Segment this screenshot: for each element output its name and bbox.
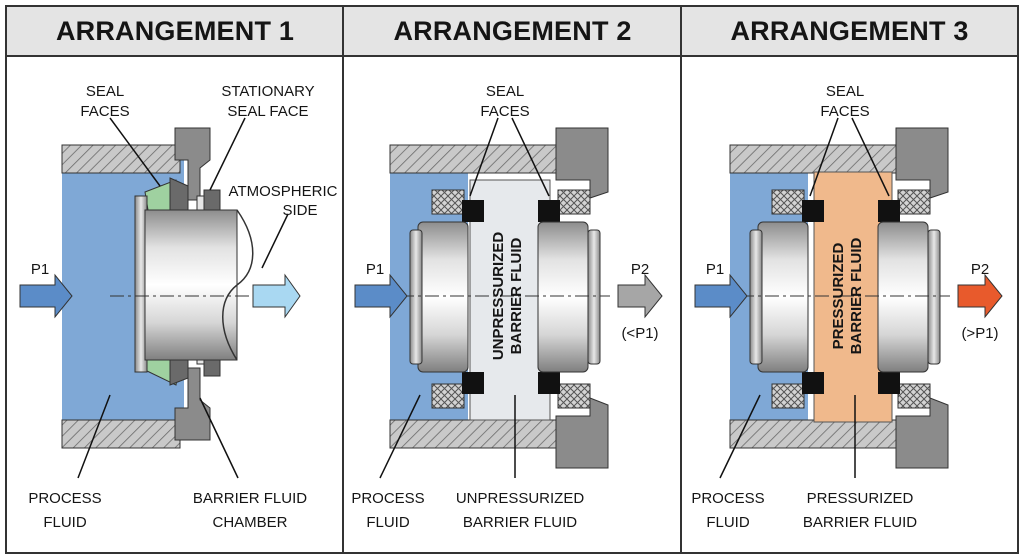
ring-left: [749, 229, 763, 365]
label-seal-faces-1: SEAL: [486, 83, 524, 100]
housing-top: [729, 144, 901, 174]
rotating-seal-top: [169, 177, 189, 215]
label-inner-fluid-1: PRESSURIZED: [830, 242, 847, 349]
p2-arrow: [957, 273, 1003, 319]
label-p2: P2: [971, 261, 989, 278]
gland-top: [895, 127, 949, 199]
label-barrier-fluid-1: PRESSURIZED: [807, 490, 914, 507]
label-process-fluid-2: FLUID: [706, 514, 750, 531]
packing-left-top: [771, 189, 805, 215]
shaft: [144, 209, 238, 361]
label-p1: P1: [366, 261, 384, 278]
seal-face-left-top: [802, 200, 824, 222]
label-seal-faces-2: FACES: [80, 103, 129, 120]
rotor-right: [877, 221, 929, 373]
leader-seal-face-left: [469, 117, 499, 197]
seal-face-left-bottom: [802, 372, 824, 394]
seal-face-right-bottom: [878, 372, 900, 394]
leader-seal-face-right: [511, 117, 550, 197]
packing-right-bottom: [897, 383, 931, 409]
rotor-left: [757, 221, 809, 373]
title-bar: [7, 7, 1017, 55]
label-stationary-2: SEAL FACE: [227, 103, 308, 120]
atmospheric-arrow: [252, 273, 301, 319]
leader-barrier-chamber: [199, 397, 239, 479]
seal-face-right-top: [538, 200, 560, 222]
label-seal-faces-1: SEAL: [826, 83, 864, 100]
label-inner-fluid-2: BARRIER FLUID: [848, 238, 865, 355]
housing-top: [61, 144, 181, 174]
label-process-fluid-1: PROCESS: [28, 490, 101, 507]
label-process-fluid-1: PROCESS: [691, 490, 764, 507]
label-inner-fluid-2: BARRIER FLUID: [508, 238, 525, 355]
figure-border: [5, 5, 1019, 554]
leader-process-fluid: [719, 394, 761, 479]
p2-arrow: [617, 273, 663, 319]
label-process-fluid-2: FLUID: [43, 514, 87, 531]
panel-title-1: ARRANGEMENT 1: [55, 16, 295, 46]
label-p2-note: (>P1): [961, 325, 998, 342]
seal-face-left-bottom: [462, 372, 484, 394]
label-barrier-chamber-2: CHAMBER: [212, 514, 287, 531]
seal-face-right-bottom: [538, 372, 560, 394]
housing-top: [389, 144, 561, 174]
packing-right-top: [897, 189, 931, 215]
label-barrier-chamber-1: BARRIER FLUID: [193, 490, 307, 507]
leader-stationary: [209, 117, 246, 191]
packing-left-top: [431, 189, 465, 215]
label-barrier-fluid-2: BARRIER FLUID: [463, 514, 577, 531]
shaft-break-line: [222, 209, 254, 361]
leader-atmospheric: [261, 213, 289, 269]
label-inner-fluid-1: UNPRESSURIZED: [490, 232, 507, 361]
leader-seal-faces: [109, 117, 161, 187]
panel-arrangement-2: SEAL FACES P1 P2 (<P1) UNPRESSURIZED BAR…: [351, 83, 663, 531]
p1-arrow: [354, 273, 408, 319]
label-p2: P2: [631, 261, 649, 278]
label-seal-faces-2: FACES: [820, 103, 869, 120]
panel-arrangement-1: SEAL FACES STATIONARY SEAL FACE ATMOSPHE…: [19, 83, 338, 531]
leader-process-fluid: [379, 394, 421, 479]
stationary-seal-face-top: [203, 189, 221, 211]
label-seal-faces-2: FACES: [480, 103, 529, 120]
rotor-left: [417, 221, 469, 373]
label-atmospheric-2: SIDE: [282, 202, 317, 219]
label-p2-note: (<P1): [621, 325, 658, 342]
gland-bottom: [174, 367, 211, 441]
leader-seal-face-right: [851, 117, 890, 197]
label-seal-faces-1: SEAL: [86, 83, 124, 100]
panel-arrangement-3: SEAL FACES P1 P2 (>P1) PRESSURIZED BARRI…: [691, 83, 1003, 531]
ring-right: [927, 229, 941, 365]
gland-top: [555, 127, 609, 199]
housing-bottom: [729, 419, 901, 449]
packing-left-bottom: [771, 383, 805, 409]
label-barrier-fluid-2: BARRIER FLUID: [803, 514, 917, 531]
seal-face-right-top: [878, 200, 900, 222]
seal-face-left-top: [462, 200, 484, 222]
label-p1: P1: [31, 261, 49, 278]
label-barrier-fluid-1: UNPRESSURIZED: [456, 490, 585, 507]
p1-arrow: [19, 273, 73, 319]
ring-right: [587, 229, 601, 365]
ring-left: [409, 229, 423, 365]
packing-right-bottom: [557, 383, 591, 409]
p1-arrow: [694, 273, 748, 319]
rotor-right: [537, 221, 589, 373]
housing-bottom: [61, 419, 181, 449]
packing-right-top: [557, 189, 591, 215]
leader-seal-face-left: [809, 117, 839, 197]
panel-title-3: ARRANGEMENT 3: [730, 16, 969, 46]
label-process-fluid-2: FLUID: [366, 514, 410, 531]
panel-title-2: ARRANGEMENT 2: [393, 16, 632, 46]
label-atmospheric-1: ATMOSPHERIC: [229, 183, 338, 200]
packing-left-bottom: [431, 383, 465, 409]
leader-process-fluid: [77, 394, 111, 479]
label-p1: P1: [706, 261, 724, 278]
housing-bottom: [389, 419, 561, 449]
label-stationary-1: STATIONARY: [221, 83, 314, 100]
label-process-fluid-1: PROCESS: [351, 490, 424, 507]
